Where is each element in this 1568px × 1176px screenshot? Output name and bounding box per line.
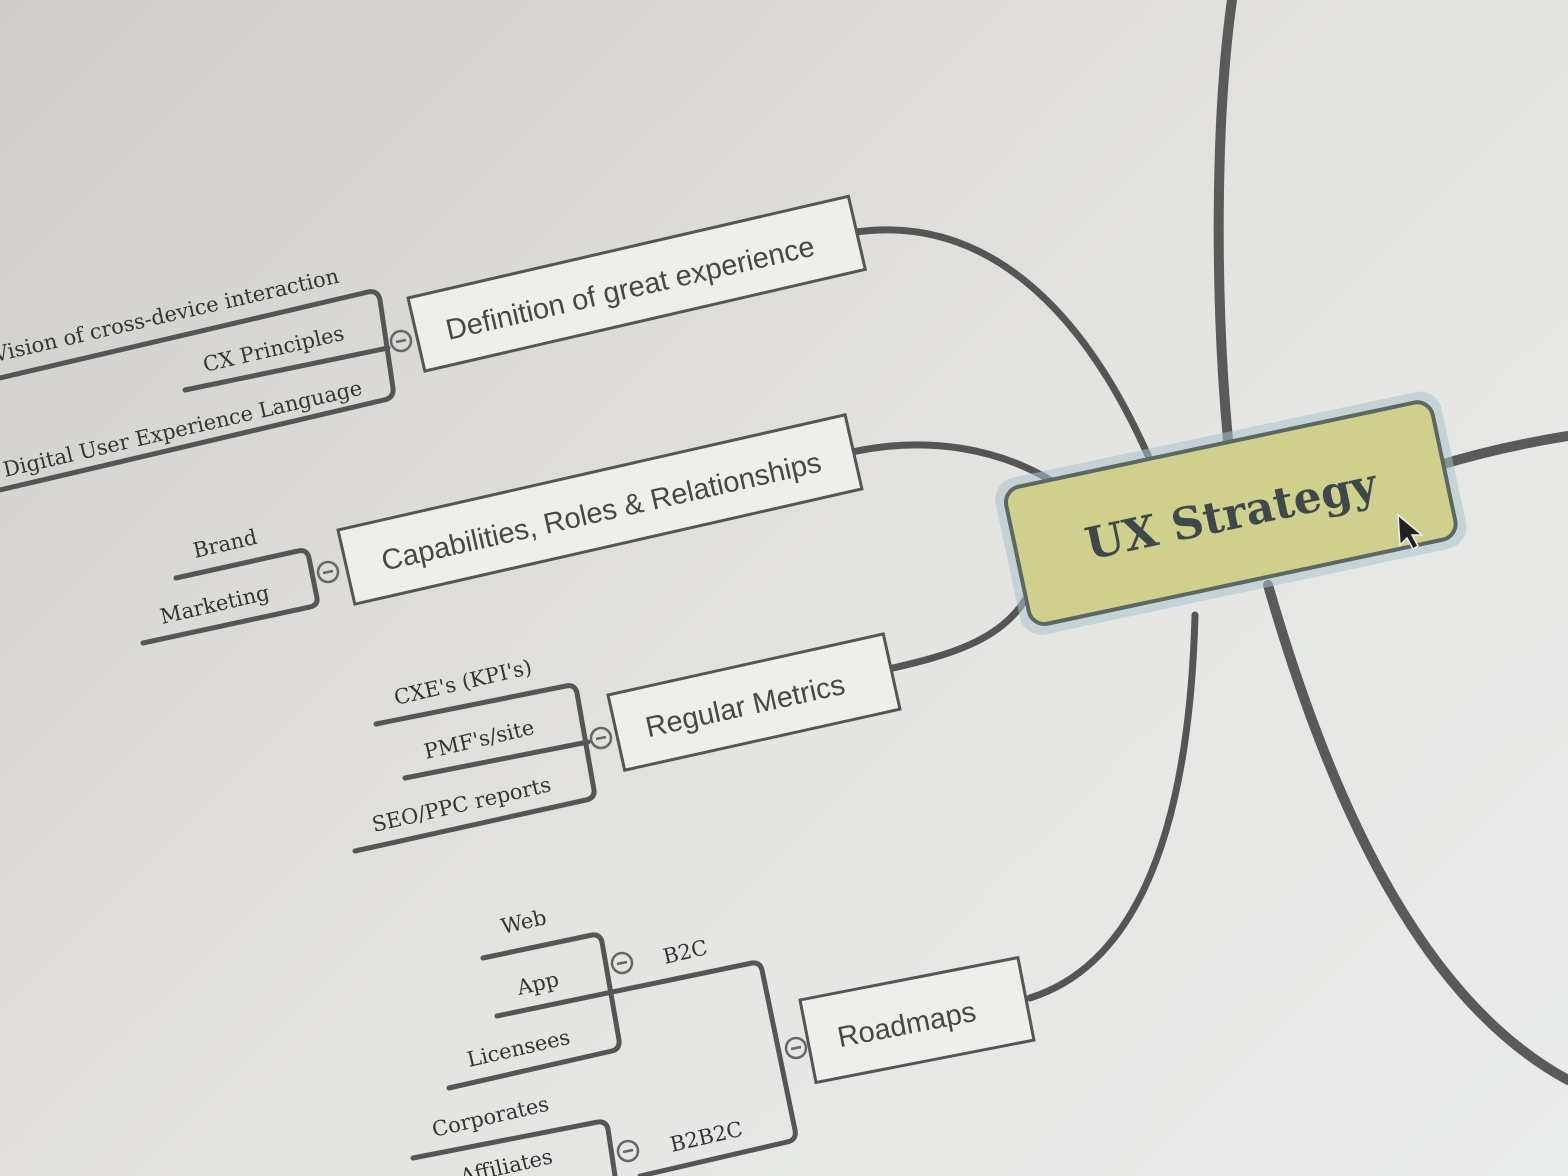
collapse-button[interactable] [316, 560, 340, 584]
minus-circle-icon [616, 960, 628, 966]
subtopic-lines-capabilities [140, 548, 320, 646]
subtopic[interactable]: Brand [191, 525, 260, 563]
connector-definition [852, 226, 1154, 464]
topic-definition[interactable]: Definition of great experience [406, 194, 868, 373]
central-topic-node[interactable]: UX Strategy [991, 387, 1470, 638]
subtopic-lines-definition [0, 289, 396, 493]
connector-roadmaps [1026, 611, 1199, 1002]
subtopic[interactable]: CXE's (KPI's) [392, 655, 534, 710]
subtopic-lines-metrics [352, 683, 597, 854]
collapse-button[interactable] [616, 1139, 640, 1163]
minus-circle-icon [595, 735, 607, 741]
minus-circle-icon [790, 1045, 802, 1051]
connector-metrics [889, 596, 1029, 672]
minus-circle-icon [395, 338, 407, 344]
topic-regular-metrics[interactable]: Regular Metrics [606, 632, 902, 772]
subtopic-b2b2c[interactable]: B2B2C [668, 1117, 745, 1157]
minus-circle-icon [322, 569, 334, 575]
topic-capabilities[interactable]: Capabilities, Roles & Relationships [336, 412, 864, 606]
subtopic[interactable]: Marketing [158, 580, 272, 628]
subtopic-lines-roadmaps [410, 932, 798, 1176]
subtopic[interactable]: App [514, 967, 561, 1000]
collapse-button[interactable] [589, 726, 613, 750]
connector-capabilities [848, 441, 1054, 484]
subtopic[interactable]: Digital User Experience Language [1, 376, 365, 482]
topic-roadmaps[interactable]: Roadmaps [798, 955, 1036, 1085]
connector-right [1435, 431, 1568, 470]
collapse-button[interactable] [389, 329, 413, 353]
subtopic-b2c[interactable]: B2C [661, 935, 710, 968]
connector-top [1213, 0, 1237, 445]
subtopic[interactable]: CX Principles [201, 321, 347, 377]
connector-bottom-right [1263, 580, 1568, 1085]
collapse-button[interactable] [784, 1036, 808, 1060]
mouse-pointer-icon [1397, 513, 1425, 551]
subtopic[interactable]: Web [499, 905, 549, 939]
collapse-button[interactable] [610, 951, 634, 975]
minus-circle-icon [622, 1148, 634, 1154]
